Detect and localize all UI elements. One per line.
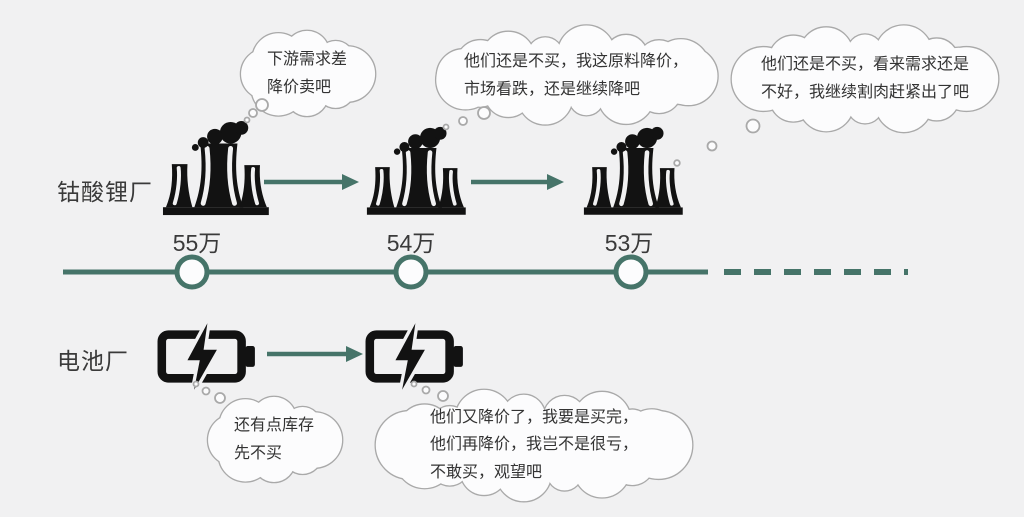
arrow-right-icon [267, 346, 363, 362]
cloud-bump [322, 48, 373, 100]
nuclear-plant-icon [163, 121, 269, 215]
battery-charging-icon [370, 323, 463, 390]
thought-bubble-cloud [374, 380, 694, 503]
thought-trail-dot [248, 108, 258, 118]
thought-bubble-cloud [434, 24, 719, 131]
thought-trail-dot [421, 385, 431, 395]
thought-trail-dot [477, 106, 491, 120]
thought-trail-dot [437, 390, 449, 402]
thought-trail-dot [673, 159, 681, 167]
nuclear-plant-icon [584, 127, 683, 215]
thought-trail-dot [458, 116, 468, 126]
nuclear-plant-icon [367, 127, 466, 215]
arrow-right-icon [264, 174, 359, 190]
timeline [63, 254, 908, 290]
timeline-node [393, 254, 429, 290]
thought-trail-dot [214, 392, 226, 404]
producer-label: 钴酸锂厂 [57, 179, 153, 205]
thought-trail-dot [201, 386, 211, 396]
battery-charging-icon [162, 323, 255, 390]
thought-trail-dot [192, 380, 200, 388]
cloud-bump [289, 414, 340, 466]
price-step-3: 53万 [604, 230, 654, 256]
thought-trail-dot [706, 140, 718, 152]
thought-trail-dot [243, 116, 251, 124]
consumer-label: 电池厂 [57, 348, 129, 374]
thought-bubble-cloud [673, 24, 1000, 167]
price-step-2: 54万 [386, 230, 436, 256]
thought-trail-dot [442, 123, 450, 131]
thought-trail-dot [255, 98, 269, 112]
cloud-bump [624, 411, 693, 479]
thought-bubble-cloud [239, 29, 377, 124]
cloud-bump [934, 47, 999, 111]
thought-trail-dot [410, 380, 418, 388]
cloud-bump [661, 49, 716, 103]
thought-bubble-cloud [192, 380, 344, 484]
timeline-node [174, 254, 210, 290]
arrow-right-icon [471, 174, 564, 190]
price-step-1: 55万 [172, 230, 222, 256]
timeline-node [613, 254, 649, 290]
thought-trail-dot [745, 118, 761, 134]
